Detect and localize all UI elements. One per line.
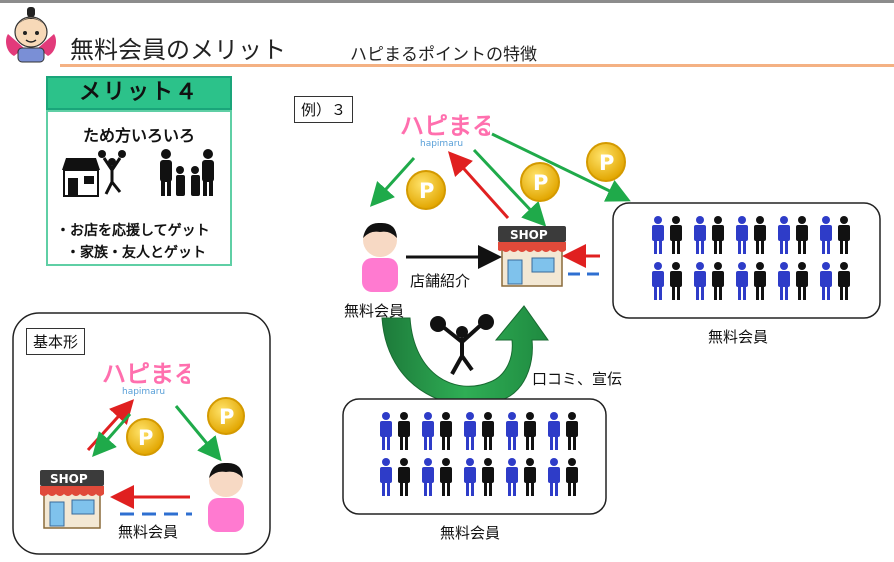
person-icon <box>548 412 560 450</box>
person-icon <box>464 412 476 450</box>
person-icon <box>398 458 410 496</box>
basic-member-label: 無料会員 <box>118 523 179 541</box>
family-icon <box>160 149 214 196</box>
person-icon <box>838 262 850 300</box>
hapimaru-logo-sub: hapimaru <box>122 387 165 397</box>
person-icon <box>736 216 748 254</box>
person-icon <box>712 216 724 254</box>
person-icon <box>548 458 560 496</box>
person-icon <box>566 412 578 450</box>
person-icon <box>380 458 392 496</box>
person-icon <box>464 458 476 496</box>
ex-shop-icon: SHOP <box>498 226 566 287</box>
person-icon <box>754 216 766 254</box>
ex-green-arrow-to-group <box>491 132 631 202</box>
top-border <box>0 0 894 3</box>
referral-label: 店舗紹介 <box>410 272 471 290</box>
person-icon <box>482 458 494 496</box>
person-icon <box>670 216 682 254</box>
person-icon <box>754 262 766 300</box>
person-icon <box>694 216 706 254</box>
person-icon <box>524 412 536 450</box>
person-icon <box>422 412 434 450</box>
page-subtitle: ハピまるポイントの特徴 <box>350 45 537 65</box>
example-label: 例）３ <box>294 96 354 123</box>
merit-bullet-2: ・家族・友人とゲット <box>66 245 206 261</box>
svg-text:P: P <box>599 151 614 175</box>
basic-shop-sign: SHOP <box>50 472 88 486</box>
person-icon <box>670 262 682 300</box>
person-icon <box>422 458 434 496</box>
ex-coin-icon-1: P <box>406 170 446 210</box>
person-icon <box>796 262 808 300</box>
svg-text:P: P <box>219 405 234 429</box>
person-icon <box>506 458 518 496</box>
svg-text:P: P <box>533 171 548 195</box>
ex-member-icon <box>362 222 398 292</box>
ex-coin-icon-2: P <box>520 162 560 202</box>
ex-hapimaru-logo-sub: hapimaru <box>420 139 463 149</box>
person-icon <box>652 262 664 300</box>
cheerleader-icon <box>430 314 494 375</box>
person-icon <box>440 412 452 450</box>
ex-red-arrow-shop-to-logo <box>447 151 510 220</box>
ex-green-arrow-to-member <box>369 156 416 207</box>
person-icon <box>440 458 452 496</box>
person-icon <box>524 458 536 496</box>
ex-hapimaru-logo: ハピまる hapimaru <box>400 112 490 149</box>
person-icon <box>566 458 578 496</box>
person-icon <box>778 262 790 300</box>
person-icon <box>838 216 850 254</box>
merit-subtitle: ため方いろいろ <box>82 126 195 145</box>
samurai-mascot-icon <box>6 7 56 63</box>
person-icon <box>778 216 790 254</box>
ex-hapimaru-logo-text: ハピまる <box>400 112 490 140</box>
basic-coin-icon-2: P <box>207 397 245 435</box>
ex-green-arrow-to-shop <box>472 148 547 227</box>
person-icon <box>506 412 518 450</box>
merit-heading: メリット４ <box>46 76 232 110</box>
person-icon <box>712 262 724 300</box>
shop-cheer-icon <box>62 150 126 197</box>
merit-panel: ため方いろいろ ・お店を応援してゲット ・家族・友人とゲット <box>46 110 232 266</box>
ex-shop-sign: SHOP <box>510 228 548 242</box>
basic-member-icon <box>208 462 244 532</box>
person-icon <box>652 216 664 254</box>
svg-text:P: P <box>419 179 434 203</box>
word-of-mouth-label: 口コミ、宣伝 <box>532 370 623 388</box>
person-icon <box>380 412 392 450</box>
person-icon <box>694 262 706 300</box>
basic-coin-icon-1: P <box>126 418 164 456</box>
person-icon <box>482 412 494 450</box>
person-icon <box>820 216 832 254</box>
hapimaru-logo-text: ハピまる <box>102 360 190 388</box>
basic-red-arrow-up <box>86 399 135 452</box>
person-icon <box>736 262 748 300</box>
person-icon <box>820 262 832 300</box>
group-right-label: 無料会員 <box>708 328 769 346</box>
svg-text:P: P <box>138 426 153 450</box>
basic-green-arrow-down-left <box>92 413 132 457</box>
member-group-right <box>612 202 881 319</box>
member-group-bottom <box>342 398 607 515</box>
basic-green-arrow-down-right <box>174 405 222 462</box>
basic-form-label: 基本形 <box>26 328 86 355</box>
header-rule <box>60 64 894 67</box>
basic-shop-icon: SHOP <box>40 470 104 529</box>
person-icon <box>398 412 410 450</box>
merit-bullet-1: ・お店を応援してゲット <box>56 223 210 239</box>
hapimaru-logo: ハピまる hapimaru <box>102 360 190 397</box>
ex-member-label: 無料会員 <box>344 302 405 320</box>
page-title: 無料会員のメリット <box>70 36 286 64</box>
ex-coin-icon-3: P <box>586 142 626 182</box>
person-icon <box>796 216 808 254</box>
group-bottom-label: 無料会員 <box>440 524 501 542</box>
